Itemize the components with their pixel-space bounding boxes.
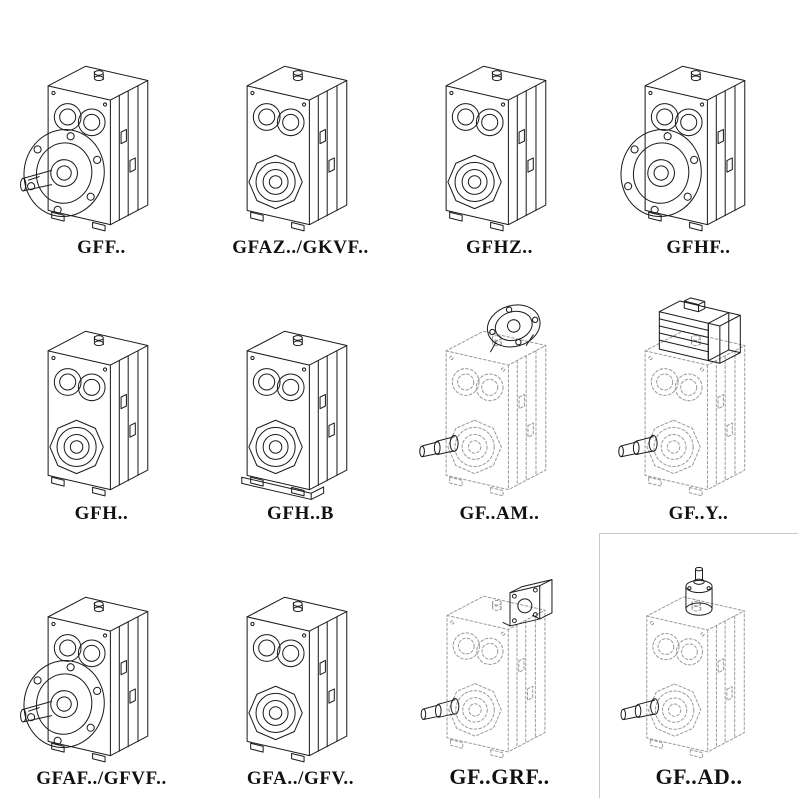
gearbox-label: GFF.. bbox=[77, 237, 126, 259]
gearbox-cell-gfh: GFH.. bbox=[2, 267, 201, 532]
gearbox-label: GF..AD.. bbox=[655, 764, 743, 789]
gearbox-label: GFAZ../GKVF.. bbox=[232, 237, 369, 259]
gearbox-cell-gfhz: GFHZ.. bbox=[400, 2, 599, 267]
input-adapter-gearbox-drawing bbox=[620, 566, 745, 759]
gearbox-cell-gfhf: GFHF.. bbox=[599, 2, 798, 267]
gearbox-cell-gf-y: GF..Y.. bbox=[599, 267, 798, 532]
hollow-shaft-gearbox-drawing bbox=[445, 65, 547, 232]
hollow-shaft-gearbox-drawing bbox=[246, 65, 348, 232]
gearbox-cell-gf-ad: GF..AD.. bbox=[599, 532, 798, 798]
gearbox-label: GFH..B bbox=[267, 502, 334, 524]
gearbox-label: GFA../GFV.. bbox=[246, 768, 355, 789]
gearbox-label: GFAF../GFVF.. bbox=[36, 768, 167, 789]
flange-gearbox-drawing bbox=[16, 596, 149, 763]
gearbox-label: GF..AM.. bbox=[459, 502, 540, 524]
flange-gearbox-drawing bbox=[16, 65, 149, 232]
gearbox-cell-gfaz-gkvf: GFAZ../GKVF.. bbox=[201, 2, 400, 267]
gearbox-cell-gf-grf: GF..GRF.. bbox=[400, 533, 599, 798]
gearbox-cell-gf-am: GF..AM.. bbox=[400, 267, 599, 532]
gearbox-cell-gfa-gfv: GFA../GFV.. bbox=[201, 533, 400, 798]
iec-flange-gearbox-drawing bbox=[420, 578, 553, 759]
hollow-shaft-gearbox-drawing bbox=[246, 596, 348, 763]
gearbox-cell-gff: GFF.. bbox=[2, 2, 201, 267]
flange-hollow-gearbox-drawing bbox=[613, 65, 746, 232]
gearbox-cell-gfaf-gfvf: GFAF../GFVF.. bbox=[2, 533, 201, 798]
motor-adapter-gearbox-drawing bbox=[419, 298, 547, 497]
hollow-shaft-gearbox-drawing bbox=[47, 331, 149, 497]
gearbox-label: GF..Y.. bbox=[668, 502, 729, 524]
gearbox-label: GFHF.. bbox=[666, 237, 731, 259]
gearbox-label: GFH.. bbox=[74, 502, 129, 524]
gearbox-cell-gfh-b: GFH..B bbox=[201, 267, 400, 532]
gearbox-label: GFHZ.. bbox=[466, 237, 533, 259]
motorized-gearbox-drawing bbox=[618, 297, 746, 497]
gearbox-label: GF..GRF.. bbox=[449, 764, 550, 789]
hollow-shaft-base-gearbox-drawing bbox=[241, 331, 348, 501]
